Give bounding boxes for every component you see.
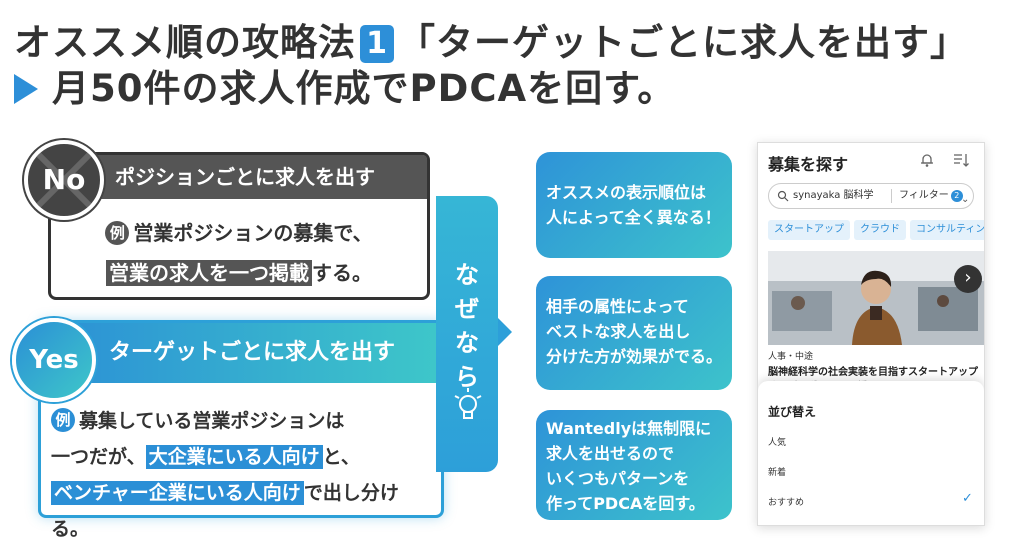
reason-line: ベストな求人を出し (546, 322, 691, 341)
yes-card-highlight-1: 大企業にいる人向け (145, 445, 323, 469)
no-card: ポジションごとに求人を出す 例営業ポジションの募集で、 営業の求人を一つ掲載する… (48, 152, 430, 300)
yes-card-highlight-2: ベンチャー企業にいる人向け (51, 481, 304, 505)
yes-card-line1: 募集している営業ポジションは (79, 410, 345, 432)
arrow-right-icon (498, 318, 512, 346)
pillar-char: な (455, 261, 479, 289)
yes-badge: Yes (12, 318, 96, 402)
filter-count-badge: 2 (950, 190, 963, 202)
no-badge: No (24, 140, 104, 220)
play-triangle-icon (14, 74, 38, 104)
pillar-char: ら (455, 363, 479, 391)
reason-line: オススメの表示順位は (546, 183, 707, 202)
office-photo-illustration (768, 251, 984, 345)
chevron-right-icon[interactable]: › (954, 265, 982, 293)
sort-option[interactable]: 新着 (768, 468, 787, 478)
sort-option[interactable]: 人気 (768, 438, 787, 448)
no-badge-label: No (42, 163, 86, 196)
search-icon (777, 190, 789, 202)
no-card-highlight: 営業の求人を一つ掲載 (106, 260, 312, 286)
example-mark: 例 (51, 408, 75, 432)
screen-title: 募集を探す (768, 155, 849, 174)
sort-sheet: 並び替え 人気 新着 おすすめ ✓ (758, 381, 984, 525)
number-badge: 1 (360, 25, 394, 63)
reason-line: 求人を出せるので (546, 444, 675, 463)
reason-line: Wantedlyは無制限に (546, 419, 712, 438)
reason-line: 相手の属性によって (546, 297, 689, 316)
yes-card-heading: ターゲットごとに求人を出す (41, 323, 441, 383)
pillar-char: ぜ (455, 295, 479, 323)
tag-chip[interactable]: コンサルティング (910, 220, 984, 240)
filter-label: フィルター (899, 190, 949, 201)
tag-chip[interactable]: クラウド (854, 220, 906, 240)
no-card-line1: 営業ポジションの募集で、 (133, 221, 373, 245)
reason-box-1: オススメの表示順位は 人によって全く異なる！ (536, 152, 732, 258)
no-card-body: 例営業ポジションの募集で、 営業の求人を一つ掲載する。 (51, 213, 427, 293)
search-divider (891, 189, 892, 203)
bell-icon[interactable] (918, 151, 936, 169)
example-mark: 例 (105, 221, 130, 245)
no-card-line2-rest: する。 (312, 261, 372, 285)
yes-card: ターゲットごとに求人を出す 例募集している営業ポジションは 一つだが、大企業にい… (38, 320, 444, 540)
yes-card-line2-post: と、 (322, 446, 360, 468)
reason-pillar (436, 196, 498, 472)
reason-line: 人によって全く異なる！ (546, 208, 721, 227)
no-card-heading: ポジションごとに求人を出す (51, 155, 427, 199)
lightbulb-icon (454, 388, 482, 419)
pillar-label: な ぜ な ら (436, 258, 498, 394)
yes-card-line3-post: で出し分ける。 (51, 482, 399, 540)
subtitle-text: 月50件の求人作成でPDCAを回す。 (52, 67, 676, 110)
search-query: synayaka 脳科学 (793, 190, 874, 201)
job-title[interactable]: 脳神経科学の社会実装を目指すスタートアップ (768, 367, 978, 378)
chevron-down-icon[interactable]: ⌄ (961, 194, 970, 205)
yes-card-line2-pre: 一つだが、 (51, 446, 146, 468)
pillar-char: な (455, 329, 479, 357)
cross-icon (35, 151, 93, 209)
title-line1-pre: オススメ順の攻略法 (14, 21, 356, 64)
yes-card-body: 例募集している営業ポジションは 一つだが、大企業にいる人向けと、 ベンチャー企業… (51, 403, 435, 547)
title-line1-post: 「ターゲットごとに求人を出す」 (398, 21, 968, 64)
tag-chips: スタートアップクラウドコンサルティング (768, 217, 984, 240)
page-subtitle: 月50件の求人作成でPDCAを回す。 (14, 58, 675, 112)
job-category: 人事・中途 (768, 352, 814, 362)
sort-option-selected[interactable]: おすすめ (768, 498, 805, 508)
job-photo[interactable] (768, 251, 984, 345)
reason-box-2: 相手の属性によって ベストな求人を出し 分けた方が効果がでる。 (536, 276, 732, 390)
tag-chip[interactable]: スタートアップ (768, 220, 850, 240)
sort-icon[interactable] (952, 151, 970, 169)
sort-sheet-title: 並び替え (768, 405, 817, 419)
reason-line: 作ってPDCAを回す。 (546, 494, 705, 513)
check-icon: ✓ (962, 491, 973, 506)
reason-box-3: Wantedlyは無制限に 求人を出せるので いくつもパターンを 作ってPDCA… (536, 410, 732, 520)
reason-line: 分けた方が効果がでる。 (546, 347, 723, 366)
reason-line: いくつもパターンを (546, 469, 690, 488)
